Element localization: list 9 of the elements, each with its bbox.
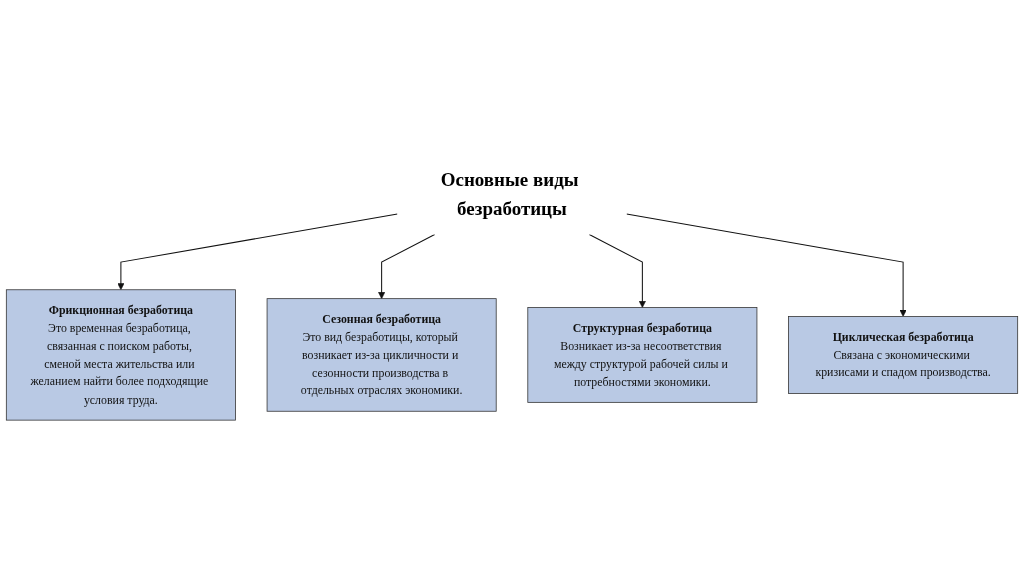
node-text: Основные виды безработицы bbox=[440, 169, 579, 219]
arrow bbox=[117, 213, 398, 291]
node-box: Сезонная безработица Это вид безработицы, который возникает из-за цикличности и сезонности производства в отдельных отраслях экономики. bbox=[266, 298, 497, 412]
arrow bbox=[588, 233, 646, 308]
node-box: Циклическая безработица Связана с экономическими кризисами и спадом производства. bbox=[788, 316, 1019, 394]
node-box: Структурная безработица Возникает из-за несоответствия между структурой рабочей силы и потребностями экономики. bbox=[527, 307, 758, 403]
arrow bbox=[626, 213, 907, 317]
node-box: Фрикционная безработица Это временная безработица, связанная с поиском работы, сменой места жительства или желанием найти более подходящие условия труда. bbox=[5, 289, 236, 421]
arrow bbox=[378, 233, 436, 299]
